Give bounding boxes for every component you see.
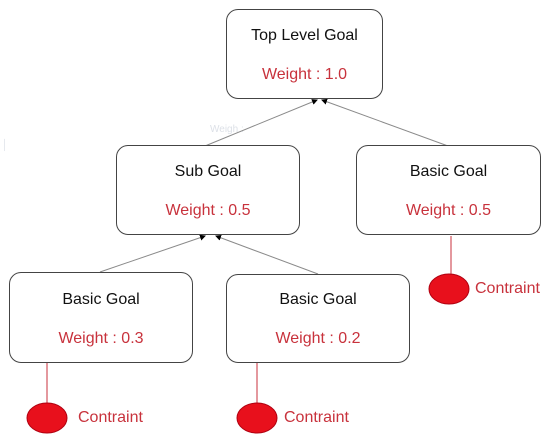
- constraint-ellipse-mid: [236, 402, 278, 434]
- edge-basic-left-to-sub: [99, 234, 206, 273]
- node-weight: Weight : 0.5: [165, 202, 251, 219]
- node-title: Basic Goal: [409, 163, 488, 180]
- sub-goal-node: Sub Goal Weight : 0.5: [116, 145, 300, 235]
- basic-goal-right-node: Basic Goal Weight : 0.5: [356, 145, 541, 235]
- node-title: Top Level Goal: [251, 27, 358, 44]
- node-weight: Weight : 0.3: [58, 330, 144, 347]
- node-weight: Weight : 0.2: [275, 330, 361, 347]
- basic-goal-left-node: Basic Goal Weight : 0.3: [9, 272, 193, 363]
- basic-goal-mid-node: Basic Goal Weight : 0.2: [226, 274, 410, 363]
- node-title: Basic Goal: [279, 291, 357, 308]
- constraint-label-right: Contraint: [475, 280, 540, 297]
- node-weight: Weight : 1.0: [261, 66, 348, 83]
- faint-artifact-text: Weigh :: [210, 124, 250, 135]
- constraint-ellipse-right: [428, 273, 470, 305]
- edge-subgoal-to-top: [204, 99, 318, 147]
- constraint-label-left: Contraint: [78, 409, 143, 426]
- constraint-label-mid: Contraint: [284, 409, 349, 426]
- constraint-ellipse-left: [26, 402, 68, 434]
- node-title: Sub Goal: [174, 163, 242, 180]
- faint-artifact-mark: │: [2, 140, 9, 151]
- edge-basic-mid-to-sub: [215, 234, 319, 275]
- edge-basic-right-to-top: [321, 98, 449, 147]
- node-title: Basic Goal: [62, 291, 140, 308]
- node-weight: Weight : 0.5: [405, 202, 492, 219]
- top-level-goal-node: Top Level Goal Weight : 1.0: [226, 9, 383, 99]
